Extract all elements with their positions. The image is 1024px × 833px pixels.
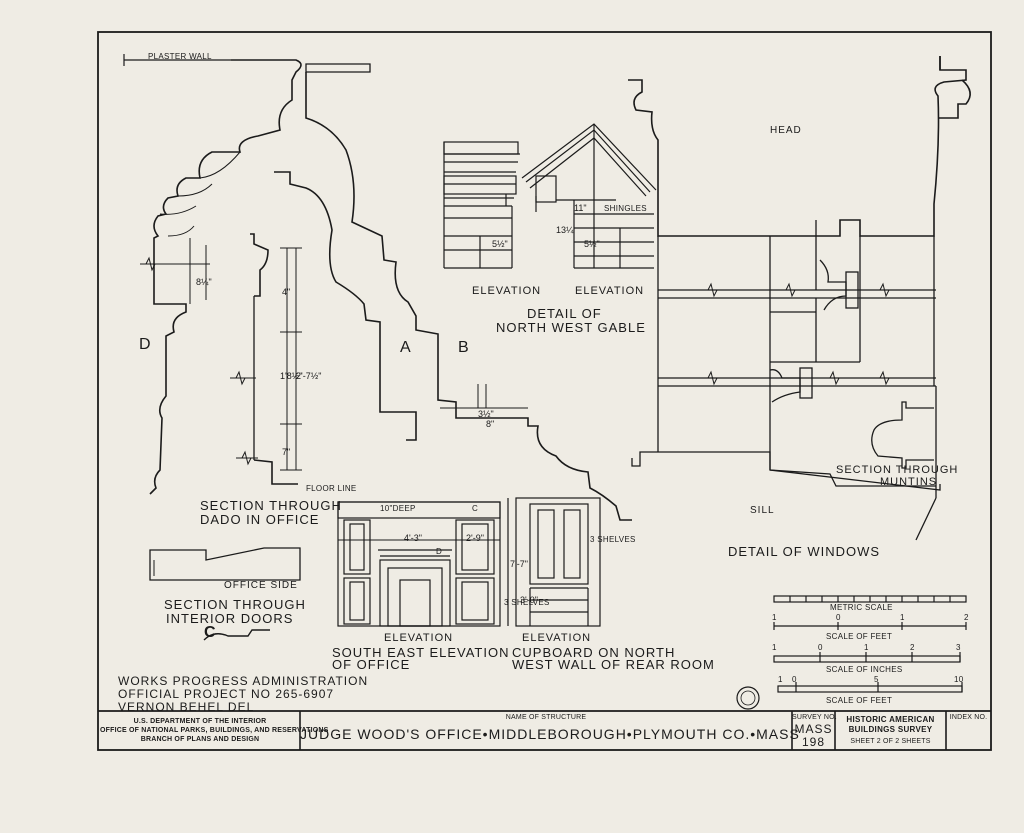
dado-title-line1: SECTION THROUGH — [200, 498, 342, 513]
windows-title: DETAIL OF WINDOWS — [728, 544, 881, 559]
habs-line2: BUILDINGS SURVEY — [848, 725, 933, 734]
plaster-wall-label: PLASTER WALL — [148, 52, 212, 61]
feet-tick-2: 1 — [864, 643, 869, 652]
dim-29: 2'-9" — [466, 533, 484, 543]
dim-8q: 8¼" — [196, 277, 212, 287]
gable-title-line1: DETAIL OF — [527, 306, 602, 321]
se-elevation-drawing — [337, 501, 501, 627]
habs-line1: HISTORIC AMERICAN — [846, 715, 935, 724]
mark-b: B — [458, 339, 470, 356]
deep-note: 10"DEEP — [380, 504, 416, 513]
window-frame — [631, 220, 941, 541]
agency-line3: BRANCH OF PLANS AND DESIGN — [140, 736, 260, 743]
mark-c: C — [204, 624, 217, 641]
survey-caption: SURVEY NO. — [792, 714, 837, 721]
gable-elevation-right — [521, 123, 657, 269]
inches-scale-label: SCALE OF INCHES — [826, 665, 903, 674]
cupboard-title-line2: WEST WALL OF REAR ROOM — [512, 657, 715, 672]
feet-tick-1: 0 — [818, 643, 823, 652]
feet-scale-label-1: SCALE OF FEET — [826, 632, 893, 641]
feet2-scale-bar — [777, 682, 963, 693]
dim-56: 5½" — [584, 239, 600, 249]
gable-elevation-left — [443, 141, 520, 269]
se-elevation-label: ELEVATION — [384, 632, 454, 644]
metric-tick-1: 0 — [836, 613, 841, 622]
feet-tick-3: 2 — [910, 643, 915, 652]
office-side-label: OFFICE SIDE — [224, 580, 298, 591]
dim-30: 3'-0" — [520, 595, 538, 605]
wpa-line1: WORKS PROGRESS ADMINISTRATION — [118, 674, 369, 688]
sheet-count: SHEET 2 OF 2 SHEETS — [850, 738, 931, 745]
cupboard-title-line1: CUPBOARD ON NORTH — [512, 645, 676, 660]
se-title-line2: OF OFFICE — [332, 657, 411, 672]
doors-title-line2: INTERIOR DOORS — [166, 611, 294, 626]
gable-elevation-right-label: ELEVATION — [575, 285, 645, 297]
metric-tick-3: 2 — [964, 613, 969, 622]
dim-8: 8" — [486, 419, 495, 429]
cupboard-elevation-label: ELEVATION — [522, 632, 592, 644]
dim-7: 7" — [282, 447, 291, 457]
cornice-profile-d — [149, 59, 302, 495]
wpa-line2: OFFICIAL PROJECT NO 265-6907 — [118, 687, 335, 701]
gable-title-line2: NORTH WEST GABLE — [496, 320, 646, 335]
dim-32: 3½" — [478, 409, 494, 419]
se-title-line1: SOUTH EAST ELEVATION — [332, 645, 510, 660]
feet-scale-label-2: SCALE OF FEET — [826, 696, 893, 705]
mark-c-small: C — [472, 504, 479, 513]
sill-label: SILL — [750, 505, 775, 516]
dim-13: 13¼ — [556, 225, 574, 235]
wpa-line3: VERNON BEHEL DEL — [118, 700, 255, 714]
shingles-label: SHINGLES — [604, 204, 647, 213]
agency-line2: OFFICE OF NATIONAL PARKS, BUILDINGS, AND… — [100, 727, 329, 734]
metric-scale-label: METRIC SCALE — [830, 603, 893, 612]
feet-tick-0: 1 — [772, 643, 777, 652]
survey-number: 198 — [801, 735, 826, 749]
window-head-profile — [628, 56, 967, 237]
sheet-border — [97, 31, 992, 751]
dim-4: 4" — [282, 287, 291, 297]
habs-seal — [736, 686, 760, 710]
dim-77: 7'-7" — [510, 559, 528, 569]
dim-27: 2'-7½" — [296, 371, 322, 381]
structure-name-caption: NAME OF STRUCTURE — [505, 714, 587, 721]
metric-scale-bar — [773, 595, 967, 630]
dado-title-line2: DADO IN OFFICE — [200, 512, 320, 527]
index-caption: INDEX NO. — [949, 714, 988, 721]
moulding-profile-a — [305, 63, 371, 73]
feet2-tick-2: 5 — [874, 675, 879, 684]
dim-55: 5½" — [492, 239, 508, 249]
dim-11: 11" — [574, 203, 587, 213]
muntins-title-line2: MUNTINS — [880, 476, 938, 488]
gable-elevation-left-label: ELEVATION — [472, 285, 542, 297]
metric-tick-2: 1 — [900, 613, 905, 622]
door-section-profile — [149, 547, 301, 581]
shelves-bottom-label: 3 SHELVES — [504, 598, 550, 607]
muntins-title-line1: SECTION THROUGH — [836, 464, 959, 476]
shelves-top-label: 3 SHELVES — [590, 535, 636, 544]
feet2-tick-0: 1 — [778, 675, 783, 684]
metric-tick-0: 1 — [772, 613, 777, 622]
feet2-tick-1: 0 — [792, 675, 797, 684]
head-label: HEAD — [770, 125, 802, 136]
cupboard-drawing — [507, 497, 601, 627]
dim-18: 1'8½" — [280, 371, 303, 381]
floor-line-label: FLOOR LINE — [306, 484, 357, 493]
mark-a: A — [400, 339, 412, 356]
survey-state: MASS — [794, 722, 833, 736]
mark-d-small: D — [436, 547, 443, 556]
structure-name: JUDGE WOOD'S OFFICE•MIDDLEBOROUGH•PLYMOU… — [300, 726, 800, 742]
mark-d: D — [139, 336, 152, 353]
feet2-tick-3: 10 — [954, 675, 964, 684]
dim-43: 4'-3" — [404, 533, 422, 543]
feet-tick-4: 3 — [956, 643, 961, 652]
agency-line1: U.S. DEPARTMENT OF THE INTERIOR — [133, 718, 267, 725]
feet-scale-bar — [773, 652, 961, 663]
doors-title-line1: SECTION THROUGH — [164, 597, 306, 612]
